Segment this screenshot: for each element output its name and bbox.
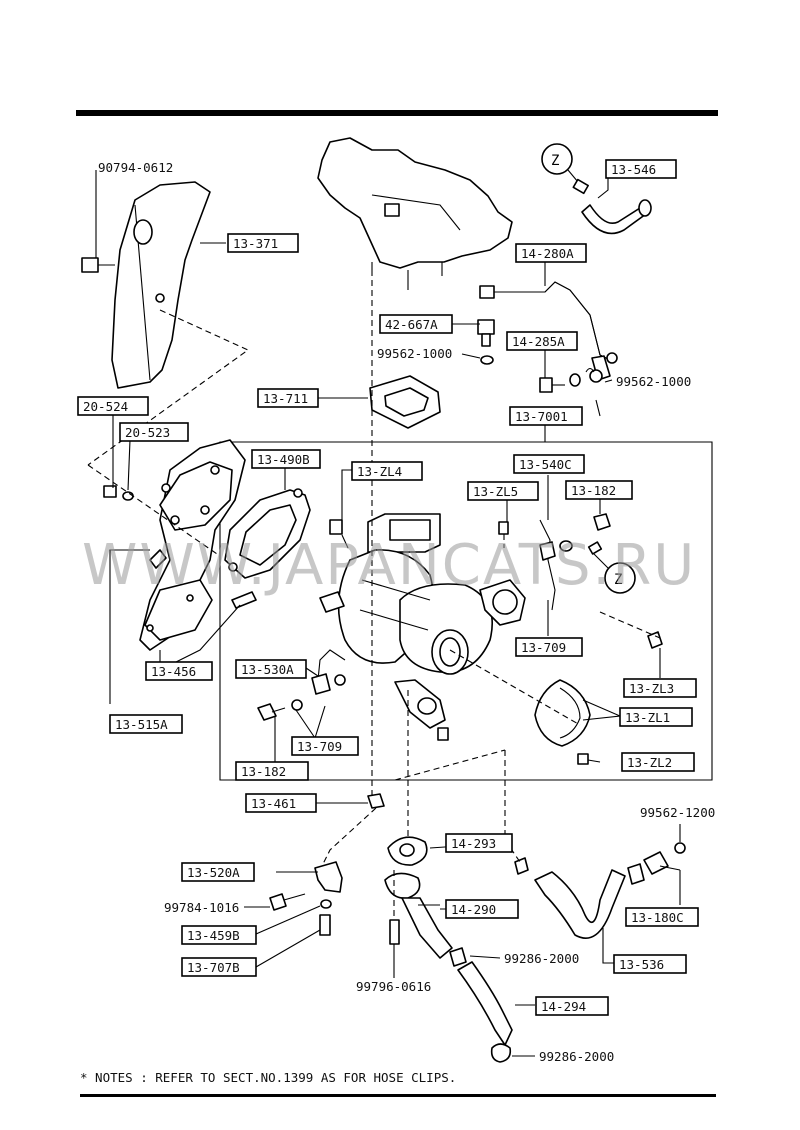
svg-text:14-285A: 14-285A — [512, 334, 565, 349]
svg-text:13-456: 13-456 — [151, 664, 196, 679]
svg-text:13-540C: 13-540C — [519, 457, 572, 472]
part-label-13-7001[interactable]: 13-7001 — [509, 406, 583, 426]
svg-text:13-182: 13-182 — [571, 483, 616, 498]
part-label-13-707b[interactable]: 13-707B — [181, 957, 257, 977]
svg-text:13-ZL3: 13-ZL3 — [629, 681, 674, 696]
part-label-13-180c[interactable]: 13-180C — [625, 907, 699, 927]
circle-z-right: Z — [604, 562, 636, 594]
svg-text:14-293: 14-293 — [451, 836, 496, 851]
part-label-13-182-top[interactable]: 13-182 — [565, 480, 633, 500]
part-label-14-294[interactable]: 14-294 — [535, 996, 609, 1016]
label-99562-1200: 99562-1200 — [640, 805, 715, 820]
svg-text:13-ZL4: 13-ZL4 — [357, 464, 402, 479]
part-label-13-520a[interactable]: 13-520A — [181, 862, 255, 882]
part-label-13-182-bottom[interactable]: 13-182 — [235, 761, 309, 781]
svg-text:13-ZL5: 13-ZL5 — [473, 484, 518, 499]
part-label-13-540c[interactable]: 13-540C — [513, 454, 585, 474]
svg-text:13-371: 13-371 — [233, 236, 278, 251]
circle-z-top: Z — [541, 143, 573, 175]
label-99562-1000-left: 99562-1000 — [377, 346, 452, 361]
svg-text:13-ZL2: 13-ZL2 — [627, 755, 672, 770]
svg-text:13-459B: 13-459B — [187, 928, 240, 943]
exhaust-manifold-drawing — [317, 137, 513, 290]
svg-text:20-524: 20-524 — [83, 399, 128, 414]
notes-text: * NOTES : REFER TO SECT.NO.1399 AS FOR H… — [80, 1070, 456, 1085]
bottom-rule — [80, 1094, 716, 1097]
svg-text:13-709: 13-709 — [297, 739, 342, 754]
svg-text:Z: Z — [551, 153, 559, 169]
svg-text:13-180C: 13-180C — [631, 910, 684, 925]
watermark: WWW.JAPANCATS.RU — [82, 533, 696, 598]
part-label-13-461[interactable]: 13-461 — [245, 793, 317, 813]
label-99796-0616: 99796-0616 — [356, 979, 431, 994]
label-90794-0612: 90794-0612 — [98, 160, 173, 175]
part-label-13-456[interactable]: 13-456 — [145, 661, 213, 681]
hose-546-drawing — [581, 199, 652, 235]
part-label-13-371[interactable]: 13-371 — [227, 233, 299, 253]
svg-text:13-ZL1: 13-ZL1 — [625, 710, 670, 725]
label-99286-2000-a: 99286-2000 — [504, 951, 579, 966]
part-label-42-667a[interactable]: 42-667A — [379, 314, 453, 334]
svg-text:Z: Z — [614, 572, 622, 588]
part-label-13-zl2[interactable]: 13-ZL2 — [621, 752, 695, 772]
part-label-13-546[interactable]: 13-546 — [605, 159, 677, 179]
part-label-13-536[interactable]: 13-536 — [613, 954, 687, 974]
part-label-13-709-left[interactable]: 13-709 — [291, 736, 359, 756]
svg-text:13-546: 13-546 — [611, 162, 656, 177]
part-label-13-530a[interactable]: 13-530A — [235, 659, 307, 679]
part-label-13-515a[interactable]: 13-515A — [109, 714, 183, 734]
svg-text:20-523: 20-523 — [125, 425, 170, 440]
part-label-14-290[interactable]: 14-290 — [445, 899, 519, 919]
gasket-711-drawing — [369, 375, 441, 429]
part-label-13-459b[interactable]: 13-459B — [181, 925, 257, 945]
svg-text:14-280A: 14-280A — [521, 246, 574, 261]
svg-text:13-520A: 13-520A — [187, 865, 240, 880]
heat-shield-drawing — [81, 181, 211, 389]
part-label-13-490b[interactable]: 13-490B — [251, 449, 321, 469]
svg-text:42-667A: 42-667A — [385, 317, 438, 332]
part-label-13-zl4[interactable]: 13-ZL4 — [351, 461, 423, 481]
svg-text:13-182: 13-182 — [241, 764, 286, 779]
part-label-13-zl1[interactable]: 13-ZL1 — [619, 707, 693, 727]
part-label-14-280a[interactable]: 14-280A — [515, 243, 587, 263]
svg-text:14-290: 14-290 — [451, 902, 496, 917]
svg-text:13-536: 13-536 — [619, 957, 664, 972]
gasket-490b-drawing — [224, 488, 311, 579]
svg-text:13-709: 13-709 — [521, 640, 566, 655]
assembly-frame — [219, 441, 713, 781]
part-label-13-711[interactable]: 13-711 — [257, 388, 319, 408]
svg-text:13-711: 13-711 — [263, 391, 308, 406]
part-label-13-709-right[interactable]: 13-709 — [515, 637, 583, 657]
label-99562-1000-right: 99562-1000 — [616, 374, 691, 389]
svg-text:13-515A: 13-515A — [115, 717, 168, 732]
plate-zl1-drawing — [534, 679, 591, 747]
part-label-14-293[interactable]: 14-293 — [445, 833, 513, 853]
svg-text:13-7001: 13-7001 — [515, 409, 568, 424]
svg-text:13-461: 13-461 — [251, 796, 296, 811]
svg-text:14-294: 14-294 — [541, 999, 586, 1014]
svg-text:13-530A: 13-530A — [241, 662, 294, 677]
top-rule — [76, 110, 718, 116]
turbocharger-drawing — [319, 513, 526, 741]
label-99784-1016: 99784-1016 — [164, 900, 239, 915]
part-label-20-523[interactable]: 20-523 — [119, 422, 189, 442]
manifold-515a-drawing — [139, 439, 246, 651]
part-label-13-zl3[interactable]: 13-ZL3 — [623, 678, 697, 698]
part-label-14-285a[interactable]: 14-285A — [506, 331, 578, 351]
label-99286-2000-b: 99286-2000 — [539, 1049, 614, 1064]
part-label-13-zl5[interactable]: 13-ZL5 — [467, 481, 539, 501]
svg-text:13-490B: 13-490B — [257, 452, 310, 467]
part-label-20-524[interactable]: 20-524 — [77, 396, 149, 416]
svg-text:13-707B: 13-707B — [187, 960, 240, 975]
